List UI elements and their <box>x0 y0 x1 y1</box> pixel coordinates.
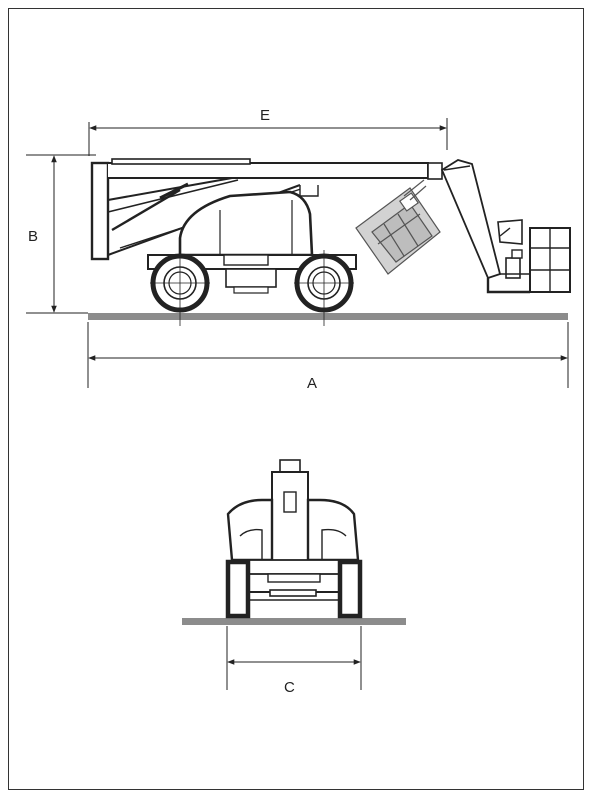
rear-wheel-right <box>337 559 363 619</box>
dimension-c <box>226 626 362 690</box>
rear-view <box>182 459 406 625</box>
label-b: B <box>28 228 38 245</box>
jib-arm <box>440 159 502 280</box>
platform-alt-position <box>355 179 441 275</box>
boom-top-strip <box>111 158 251 165</box>
dimension-a <box>87 322 569 388</box>
boom-head <box>427 162 443 180</box>
main-boom <box>108 162 429 179</box>
turntable-post <box>299 185 319 197</box>
label-c: C <box>284 679 295 696</box>
label-e: E <box>260 107 270 124</box>
counterweight <box>90 161 110 261</box>
rear-wheel-left <box>225 559 251 619</box>
turntable-body <box>178 190 314 257</box>
side-ground <box>88 313 568 320</box>
dimension-b <box>26 154 96 314</box>
dimension-e <box>88 118 448 156</box>
rear-ground <box>182 618 406 625</box>
rear-mast <box>271 471 309 567</box>
platform-stowed <box>486 219 571 294</box>
side-view <box>88 158 571 326</box>
label-a: A <box>307 375 317 392</box>
